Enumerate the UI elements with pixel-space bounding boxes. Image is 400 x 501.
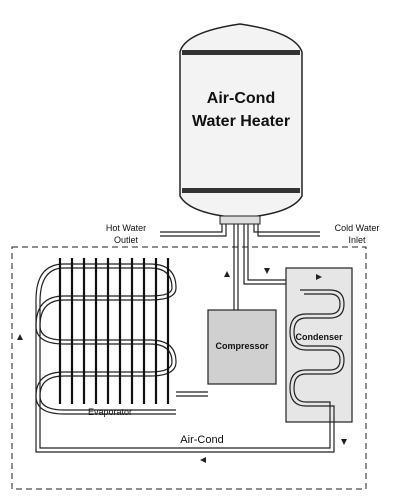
condenser-coil-inner bbox=[289, 293, 341, 428]
arrow-up-icon bbox=[17, 334, 23, 340]
condenser-coil bbox=[293, 289, 345, 428]
hot-water-label-line2: Outlet bbox=[114, 235, 139, 245]
arrow-right-icon bbox=[316, 274, 322, 280]
arrow-down-icon bbox=[264, 268, 270, 274]
condenser-label: Condenser bbox=[295, 332, 343, 342]
cold-water-inlet-pipe bbox=[253, 224, 320, 237]
cold-water-label-line1: Cold Water bbox=[335, 223, 380, 233]
arrow-up-icon bbox=[224, 271, 230, 277]
cold-water-label-line2: Inlet bbox=[348, 235, 366, 245]
tank-bottom-band bbox=[182, 188, 300, 193]
tank-body bbox=[179, 23, 303, 219]
evaporator-label: Evaporator bbox=[88, 407, 132, 417]
arrow-down-icon bbox=[341, 439, 347, 445]
evaporator-coil bbox=[35, 263, 177, 420]
air-cond-system-label: Air-Cond bbox=[180, 434, 223, 446]
compressor-label: Compressor bbox=[215, 341, 269, 351]
condenser-box bbox=[285, 267, 353, 423]
tank-top-band bbox=[182, 50, 300, 55]
tank-title-line1: Air-Cond bbox=[207, 90, 275, 107]
hot-water-outlet-pipe bbox=[160, 224, 227, 237]
tank-title-line2: Water Heater bbox=[192, 113, 290, 130]
evaporator-fins bbox=[58, 258, 170, 404]
arrow-left-icon bbox=[200, 457, 206, 463]
flow-arrows bbox=[17, 268, 347, 463]
refrigerant-loop bbox=[35, 391, 335, 453]
compressor-box bbox=[207, 309, 277, 385]
air-cond-boundary bbox=[11, 246, 367, 490]
water-heater-tank: Air-Cond Water Heater bbox=[179, 23, 303, 225]
tank-base-collar bbox=[219, 215, 261, 225]
hot-water-label-line1: Hot Water bbox=[106, 223, 146, 233]
condenser: Condenser bbox=[285, 267, 353, 428]
